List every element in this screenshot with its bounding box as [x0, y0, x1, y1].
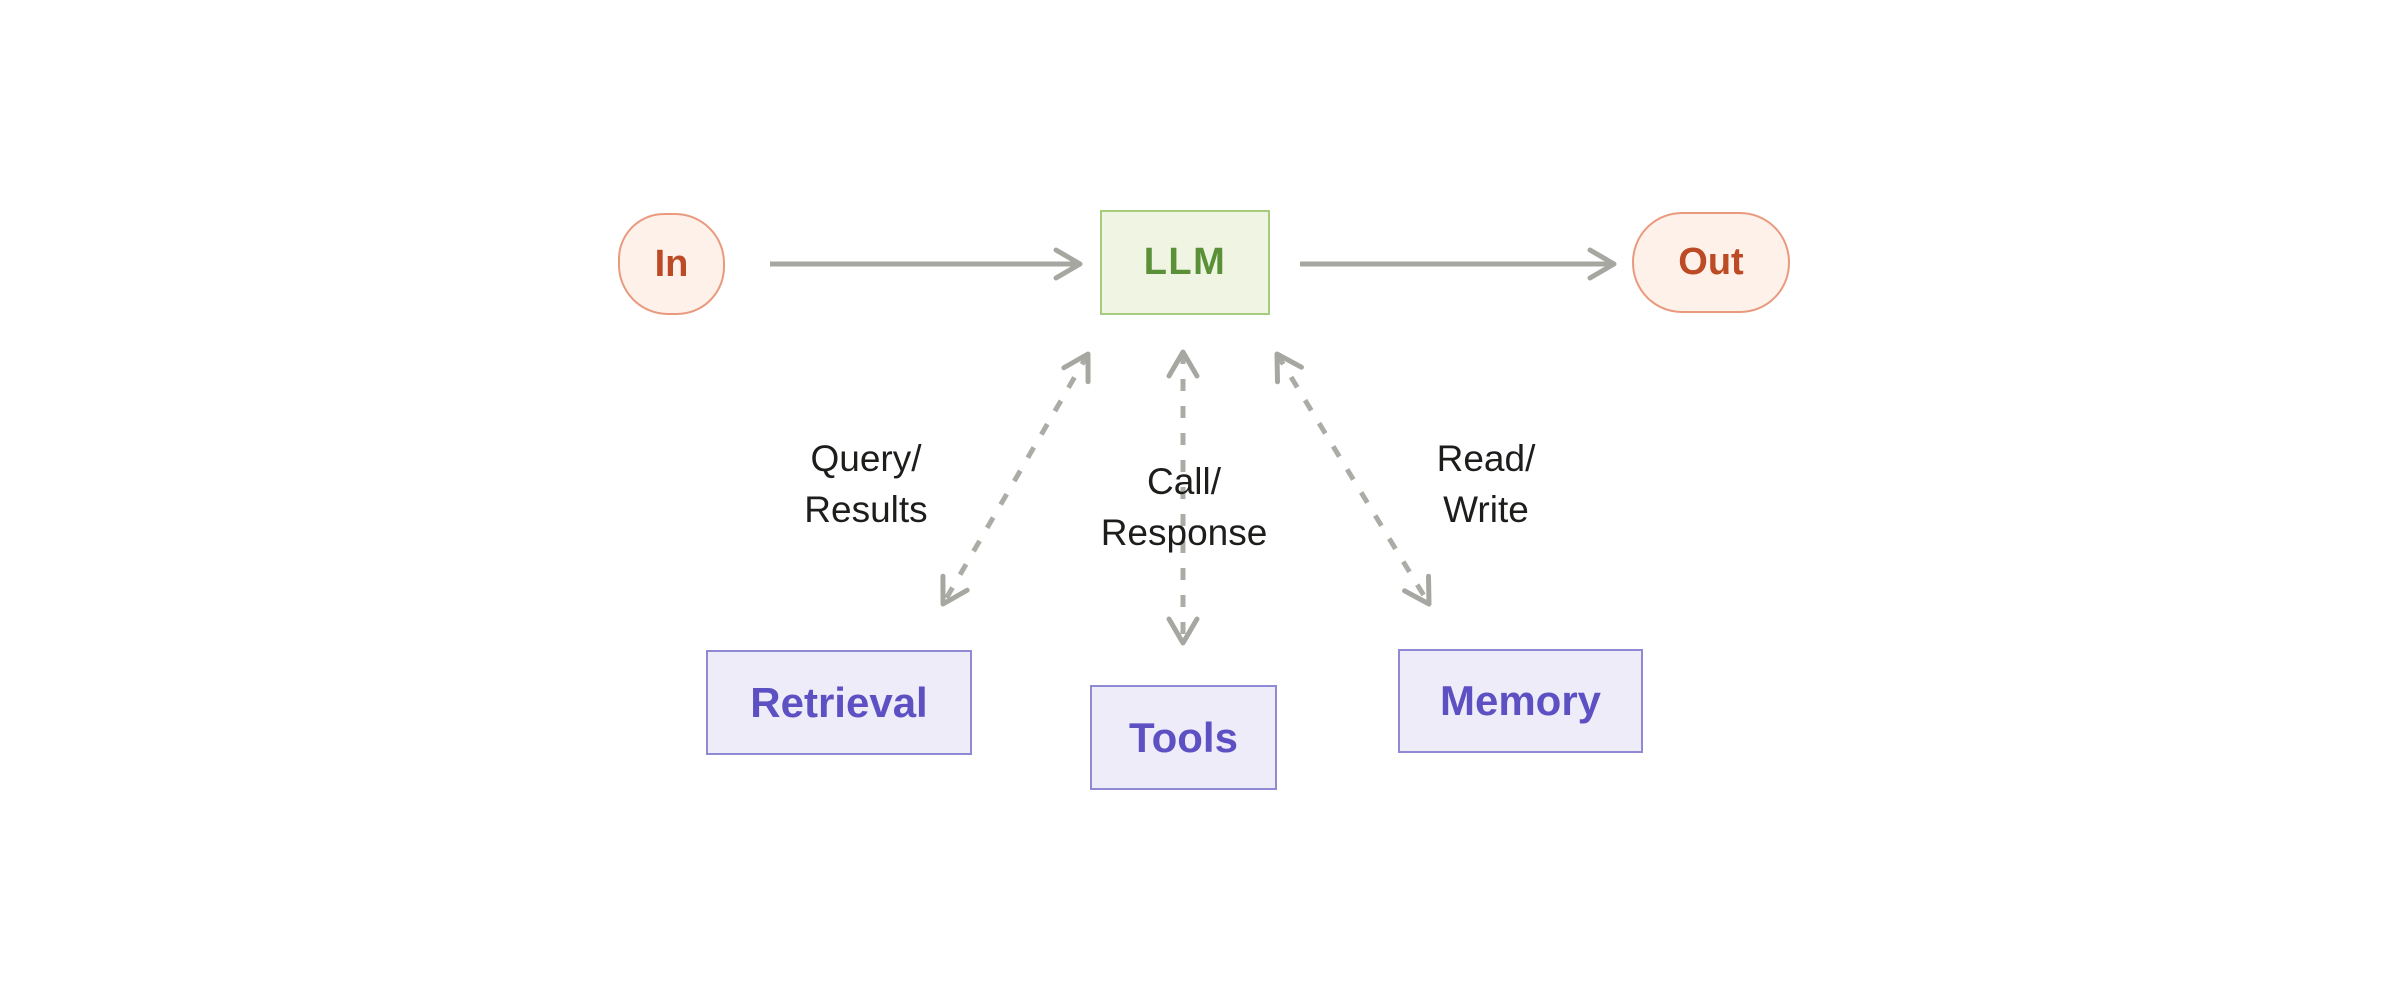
edge-label-read-write: Read/ Write [1376, 433, 1596, 535]
node-llm-label: LLM [1143, 241, 1227, 283]
node-memory: Memory [1398, 649, 1643, 753]
edge-label-write-line: Write [1443, 489, 1529, 530]
node-memory-label: Memory [1439, 677, 1602, 724]
node-in-label: In [654, 242, 689, 285]
edge-label-call-response: Call/ Response [1074, 456, 1294, 558]
edge-label-results-line: Results [804, 489, 928, 530]
node-out: Out [1632, 212, 1790, 313]
edge-label-query-results: Query/ Results [756, 433, 976, 535]
node-tools: Tools [1090, 685, 1277, 790]
edge-label-query-line: Query/ [810, 438, 922, 479]
node-tools-label: Tools [1129, 713, 1238, 761]
edge-label-read-line: Read/ [1436, 438, 1536, 479]
node-in: In [618, 213, 725, 315]
node-llm: LLM [1100, 210, 1270, 315]
arrow-llm-memory [1274, 351, 1432, 607]
arrow-llm-retrieval [940, 351, 1091, 607]
edge-label-response-line: Response [1100, 512, 1268, 553]
node-out-label: Out [1678, 241, 1744, 283]
edge-label-call-line: Call/ [1146, 461, 1222, 502]
node-retrieval-label: Retrieval [750, 678, 928, 726]
node-retrieval: Retrieval [706, 650, 972, 755]
